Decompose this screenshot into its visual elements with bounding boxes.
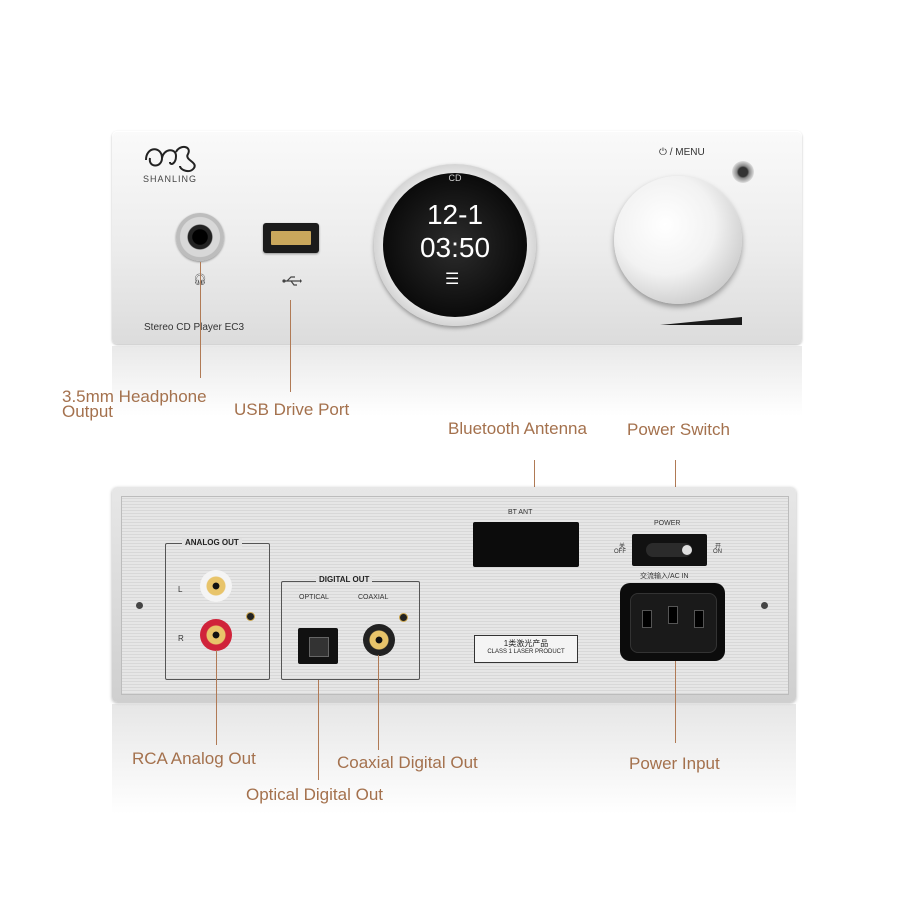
power-input-callout-line bbox=[675, 661, 676, 743]
usb-port-contacts bbox=[271, 231, 311, 245]
display-screen bbox=[383, 173, 527, 317]
optical-callout-line bbox=[318, 680, 319, 780]
display-track: 12-1 bbox=[426, 199, 484, 230]
rca-right-jack[interactable] bbox=[200, 619, 232, 651]
ir-receiver bbox=[732, 161, 754, 183]
headphone-callout-line2: Output bbox=[62, 402, 114, 421]
power-label: POWER bbox=[654, 520, 681, 527]
power-switch-callout: Power Switch bbox=[627, 420, 730, 439]
screw-left bbox=[136, 602, 143, 609]
front-panel-reflection bbox=[112, 346, 802, 416]
channel-right-label: R bbox=[178, 634, 184, 643]
headphone-callout-line bbox=[200, 262, 201, 378]
headphone-jack[interactable] bbox=[176, 213, 224, 261]
menu-list-icon: ☰ bbox=[445, 271, 460, 288]
channel-left-label: L bbox=[178, 585, 183, 594]
display-time: 03:50 bbox=[419, 232, 491, 263]
coaxial-jack[interactable] bbox=[363, 624, 395, 656]
ac-in-label: 交流输入/AC IN bbox=[640, 573, 689, 580]
coaxial-label: COAXIAL bbox=[358, 594, 389, 601]
bluetooth-antenna-connector[interactable] bbox=[473, 522, 579, 567]
display-source: CD bbox=[448, 173, 462, 183]
on-label-cn: 开 bbox=[715, 544, 722, 550]
digital-indicator bbox=[399, 613, 408, 622]
on-label: ON bbox=[713, 549, 722, 555]
power-pin-earth bbox=[668, 606, 678, 624]
digital-out-title: DIGITAL OUT bbox=[316, 575, 373, 584]
rear-panel-reflection bbox=[112, 704, 796, 814]
screw-right bbox=[761, 602, 768, 609]
optical-port-aperture bbox=[309, 637, 329, 657]
power-pin-left bbox=[642, 610, 652, 628]
analog-indicator bbox=[246, 612, 255, 621]
laser-product-label bbox=[474, 635, 578, 663]
headphone-callout-line1: 3.5mm Headphone bbox=[62, 387, 207, 406]
coaxial-callout-line bbox=[378, 655, 379, 750]
shanling-logo-icon bbox=[145, 146, 196, 173]
optical-label: OPTICAL bbox=[299, 594, 329, 601]
bluetooth-callout: Bluetooth Antenna bbox=[448, 419, 587, 438]
analog-out-title: ANALOG OUT bbox=[182, 538, 242, 547]
analog-out-group bbox=[165, 543, 270, 680]
laser-label-en: CLASS 1 LASER PRODUCT bbox=[487, 649, 565, 655]
volume-knob[interactable] bbox=[614, 176, 742, 304]
model-label: Stereo CD Player EC3 bbox=[144, 322, 245, 333]
headphone-icon: 🎧︎ bbox=[193, 273, 207, 286]
bt-ant-label: BT ANT bbox=[508, 509, 533, 516]
power-menu-label: ⏻ / MENU bbox=[659, 147, 705, 158]
rca-callout: RCA Analog Out bbox=[132, 749, 256, 768]
front-accent-strip bbox=[660, 317, 742, 325]
brand-text: SHANLING bbox=[143, 174, 198, 184]
usb-icon bbox=[282, 276, 302, 286]
usb-callout-line bbox=[290, 300, 291, 392]
laser-label-cn: 1类激光产品 bbox=[503, 639, 549, 648]
rca-callout-line bbox=[216, 650, 217, 745]
power-switch-indicator bbox=[682, 545, 692, 555]
off-label: OFF bbox=[614, 549, 626, 555]
headphone-callout: 3.5mm Headphone Output bbox=[62, 387, 207, 421]
power-switch-lever bbox=[646, 543, 692, 557]
rca-left-jack[interactable] bbox=[200, 570, 232, 602]
power-pin-right bbox=[694, 610, 704, 628]
coaxial-callout: Coaxial Digital Out bbox=[337, 753, 478, 772]
off-label-cn: 关 bbox=[619, 544, 626, 550]
optical-callout: Optical Digital Out bbox=[246, 785, 383, 804]
power-input-callout: Power Input bbox=[629, 754, 720, 773]
usb-callout: USB Drive Port bbox=[234, 400, 350, 419]
